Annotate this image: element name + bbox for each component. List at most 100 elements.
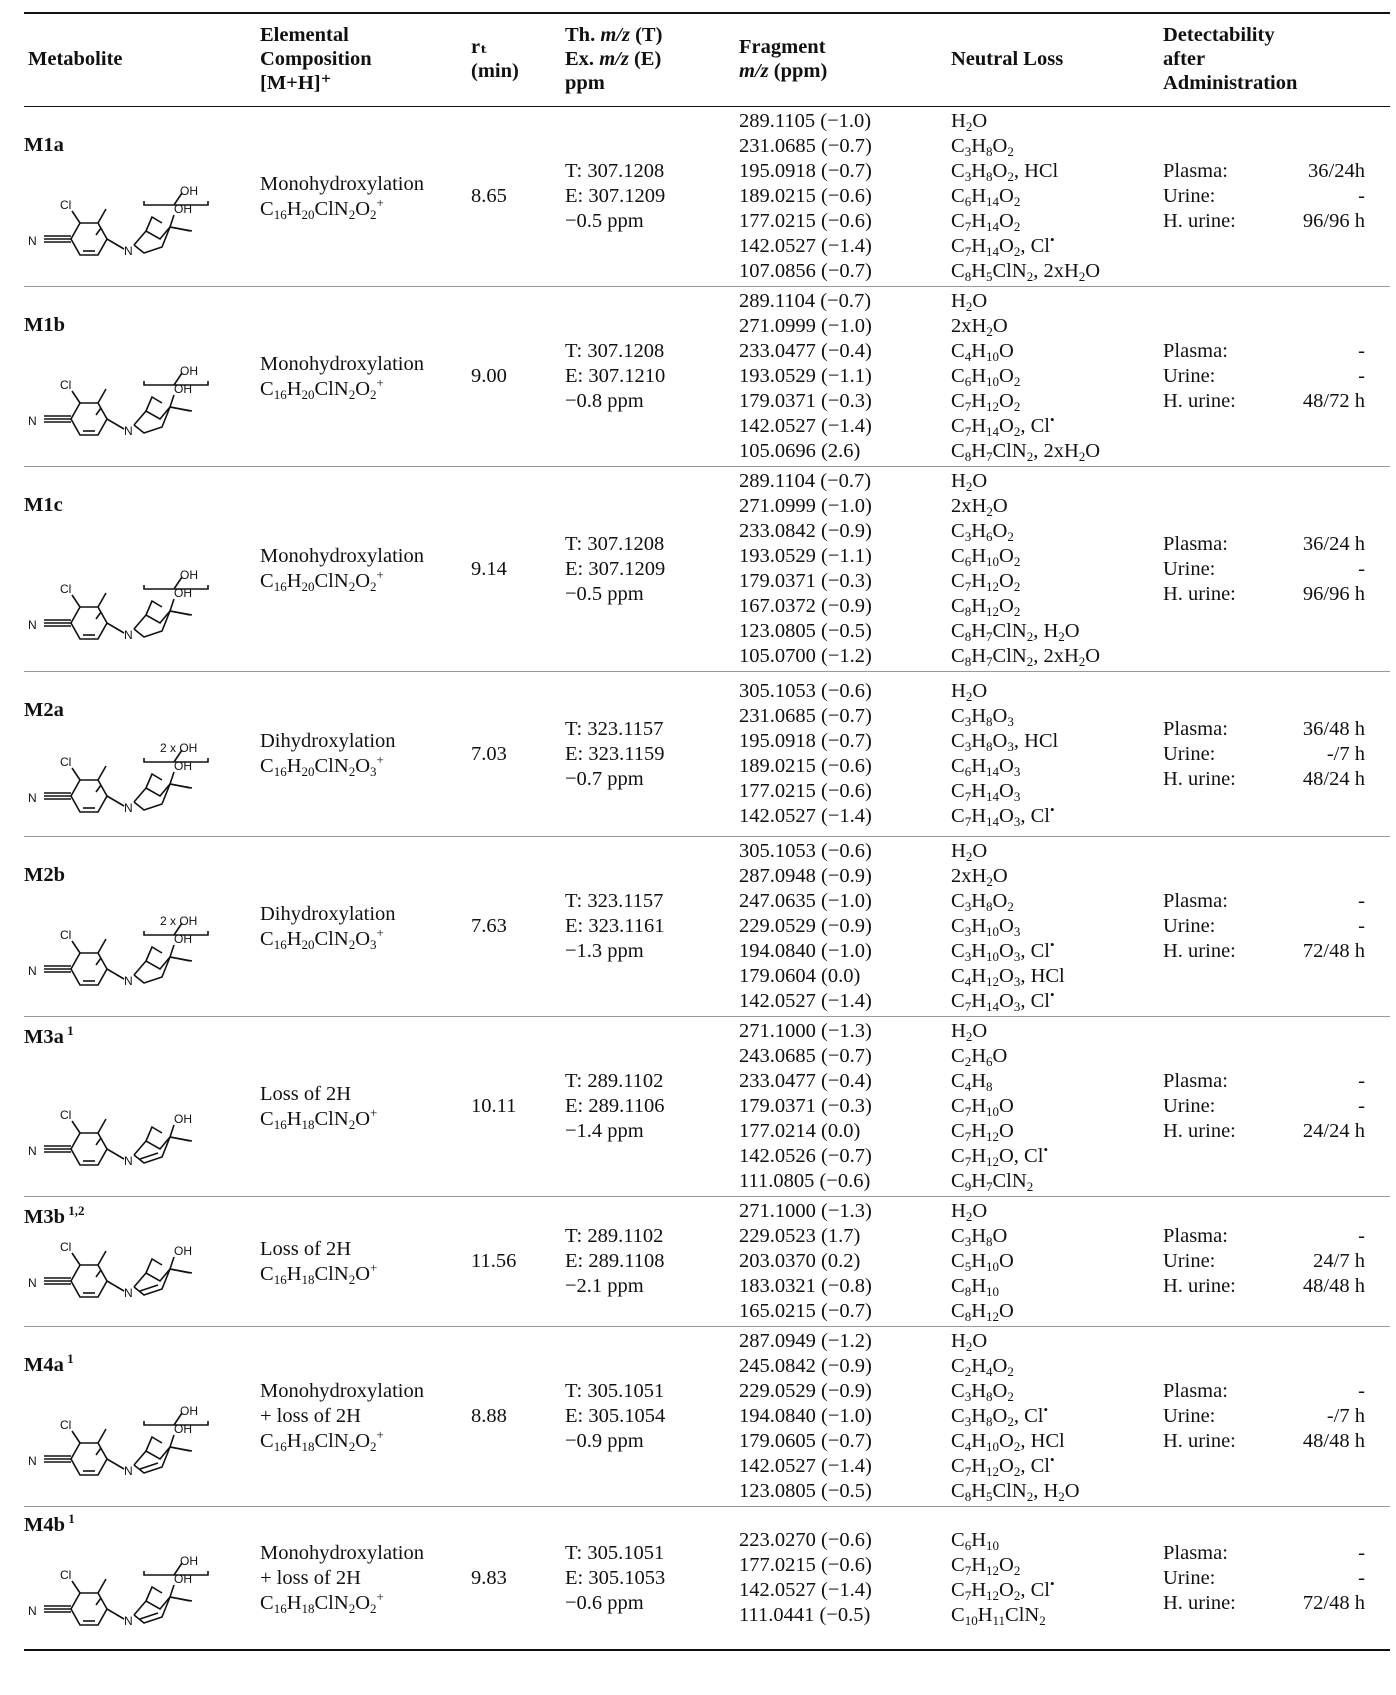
header-detect-2: after — [1163, 48, 1206, 70]
methyl-bond — [97, 388, 107, 404]
reaction-label: Dihydroxylation — [260, 902, 396, 925]
methyl-bond — [97, 1250, 107, 1266]
neutral-loss-value: C7H14O2, Cl• — [951, 232, 1055, 259]
hydroxylation-bond — [173, 1562, 183, 1576]
nitrile-n-label: N — [28, 1144, 37, 1158]
neutral-loss-value: C4H12O3, HCl — [951, 965, 1065, 989]
ring-alkene — [139, 1462, 159, 1470]
hydroxyl-label: OH — [174, 1572, 192, 1586]
neutral-loss-value: C6H14O2 — [951, 185, 1021, 209]
experimental-mz: E: 323.1161 — [565, 915, 665, 937]
theoretical-mz: T: 289.1102 — [565, 1225, 664, 1247]
reaction-label: Dihydroxylation — [260, 730, 396, 752]
matrix-label: H. urine: — [1163, 767, 1236, 790]
aryl-n-bond — [106, 795, 125, 807]
nitrile-n-label: N — [28, 964, 37, 978]
fragment-cell: 289.1104 (−0.7)271.0999 (−1.0)233.0842 (… — [735, 467, 947, 672]
reaction-label: Monohydroxylation — [260, 1380, 424, 1402]
metabolite-footnote: 1 — [63, 1351, 74, 1367]
detection-window: 72/48 h — [1302, 1591, 1365, 1614]
experimental-mz: E: 307.1209 — [565, 557, 666, 580]
bicyclic-bridge — [145, 945, 163, 962]
neutral-loss-value: C7H12O2 — [951, 570, 1021, 594]
ring-double-bond — [95, 407, 102, 416]
reaction-label: Monohydroxylation — [260, 352, 424, 375]
ring-methyl — [169, 226, 193, 232]
neutral-loss-value: C3H10O3, Cl• — [951, 937, 1055, 964]
detectability-grid: Plasma:-Urine:-H. urine:24/24 h — [1163, 1069, 1386, 1144]
fragment-cell: 305.1053 (−0.6)287.0948 (−0.9)247.0635 (… — [735, 837, 947, 1017]
detection-window: - — [1358, 365, 1365, 387]
formula-label: C16H20ClN2O3+ — [260, 924, 384, 952]
hydroxylation-bond — [173, 749, 183, 763]
matrix-label: Urine: — [1163, 915, 1216, 937]
hydroxylation-bond — [173, 576, 183, 590]
matrix-label: Urine: — [1163, 1095, 1216, 1117]
rt-cell: 8.65 — [467, 107, 561, 287]
hydroxylation-label: OH — [180, 568, 198, 582]
fragment-value: 305.1053 (−0.6) — [739, 840, 872, 862]
fragment-cell: 287.0949 (−1.2)245.0842 (−0.9)229.0529 (… — [735, 1327, 947, 1507]
formula-label: C16H18ClN2O2+ — [260, 1588, 384, 1616]
rt-value: 10.11 — [471, 1095, 517, 1117]
neutral-loss-value: C8H7ClN2, 2xH2O — [951, 440, 1101, 464]
detection-window: - — [1358, 1566, 1365, 1589]
theoretical-mz: T: 307.1208 — [565, 340, 665, 362]
fragment-cell: 289.1104 (−0.7)271.0999 (−1.0)233.0477 (… — [735, 287, 947, 467]
fragment-value: 245.0842 (−0.9) — [739, 1355, 872, 1377]
detection-window: - — [1358, 915, 1365, 937]
nitrile-n-label: N — [28, 791, 37, 805]
neutral-loss-value: H2O — [951, 840, 988, 864]
rt-cell: 9.83 — [467, 1507, 561, 1651]
bicyclic-ring — [133, 406, 171, 434]
amine-n-label: N — [124, 1286, 133, 1300]
theoretical-mz: T: 307.1208 — [565, 532, 665, 555]
formula-label: C16H20ClN2O2+ — [260, 194, 384, 222]
detection-window: - — [1358, 1225, 1365, 1247]
neutral-loss-value: C6H10O2 — [951, 545, 1021, 569]
neutral-loss-value: C3H8O3, HCl — [951, 730, 1059, 754]
metabolite-id: M1c — [24, 494, 63, 516]
neutral-loss-value: C7H14O3, Cl• — [951, 802, 1055, 829]
neutral-loss-value: C8H5ClN2, 2xH2O — [951, 260, 1101, 284]
ppm-error: −0.5 ppm — [565, 582, 644, 605]
experimental-mz: E: 305.1053 — [565, 1566, 666, 1589]
rt-value: 8.88 — [471, 1405, 507, 1427]
fragment-value: 123.0805 (−0.5) — [739, 1480, 872, 1502]
detection-window: 48/24 h — [1302, 767, 1365, 790]
detection-window: 48/48 h — [1302, 1430, 1365, 1452]
theoretical-mz: T: 289.1102 — [565, 1070, 664, 1092]
fragment-value: 183.0321 (−0.8) — [739, 1275, 872, 1297]
fragment-value: 123.0805 (−0.5) — [739, 620, 872, 642]
nitrile-n-label: N — [28, 1276, 37, 1290]
header-fragment-2: m/z (ppm) — [739, 60, 828, 82]
ppm-error: −0.7 ppm — [565, 767, 644, 790]
neutral-loss-value: H2O — [951, 680, 988, 704]
experimental-mz: E: 307.1209 — [565, 185, 666, 207]
neutral-loss-value: C7H10O — [951, 1095, 1014, 1119]
header-detectability: Detectability after Administration — [1159, 13, 1390, 107]
reaction-label: Monohydroxylation — [260, 172, 424, 195]
fragment-value: 231.0685 (−0.7) — [739, 135, 872, 157]
experimental-mz: E: 323.1159 — [565, 742, 665, 765]
neutral-loss-value: C7H14O2, Cl• — [951, 412, 1055, 439]
